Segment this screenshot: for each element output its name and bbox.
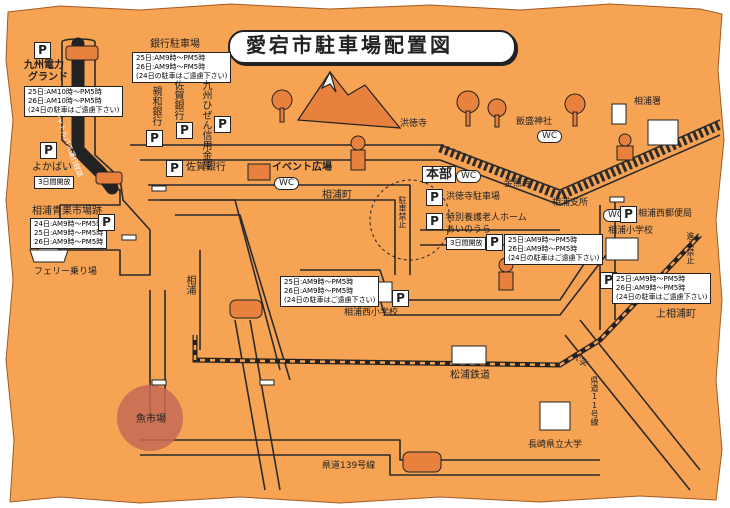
aiura-seika-hours: 24日:AM9時～PM5時 25日:AM9時～PM5時 26日:AM9時～PM5… bbox=[30, 218, 108, 249]
aiura-branch-label: 相浦支所 bbox=[552, 198, 589, 208]
parking-icon: P bbox=[620, 206, 637, 223]
nagasaki-univ-label: 長崎県立大学 bbox=[528, 440, 583, 450]
parking-icon: P bbox=[426, 189, 443, 206]
ginko-lot-label: 銀行駐車場 bbox=[150, 39, 200, 50]
kyushu-hizen-label: 九州ひぜん信用金庫 bbox=[200, 80, 211, 170]
parking-icon: P bbox=[176, 122, 193, 139]
hours-line: (24日の駐車はご遠慮下さい) bbox=[136, 72, 228, 80]
hours-line: (24日の駐車はご遠慮下さい) bbox=[284, 296, 376, 304]
map-title bbox=[228, 30, 516, 64]
aiura-town-label: 相浦町 bbox=[322, 190, 352, 201]
matsuura-railway-label: 松浦鉄道 bbox=[450, 370, 490, 381]
hours-line: 26日:AM9時～PM5時 bbox=[616, 284, 686, 292]
nursing-hours: 25日:AM9時～PM5時 26日:AM9時～PM5時 (24日の駐車はご遠慮下… bbox=[504, 234, 604, 265]
fish-market-circle bbox=[117, 385, 183, 451]
fish-market-label: 魚市場 bbox=[136, 414, 166, 425]
hours-line: 26日:AM10時～PM5時 bbox=[28, 97, 102, 105]
kotokuji-area-label: 洪徳寺 bbox=[400, 119, 428, 129]
hours-line: 25日:AM9時～PM5時 bbox=[136, 54, 206, 62]
hours-line: 26日:AM9時～PM5時 bbox=[136, 63, 206, 71]
aiura-nishi-elem-label: 相浦西小学校 bbox=[344, 308, 399, 318]
event-plaza-label: イベント広場 bbox=[272, 162, 332, 173]
aiura-elem-label: 相浦小学校 bbox=[608, 226, 654, 236]
kotokuji-lot-label: 洪徳寺駐車場 bbox=[446, 192, 501, 202]
tree-icon bbox=[271, 89, 586, 128]
saga-bank-label: 佐賀銀行 bbox=[186, 162, 226, 173]
kendo139-label: 県道139号線 bbox=[322, 461, 376, 471]
hours-line: 24日:AM9時～PM5時 bbox=[34, 220, 104, 228]
yokabai-note: 3日間開放 bbox=[34, 176, 75, 189]
map-title-text: 愛宕市駐車場配置図 bbox=[246, 33, 453, 57]
hours-line: 25日:AM9時～PM5時 bbox=[284, 278, 354, 286]
kyushu-denryoku-label-1: 九州電力 bbox=[24, 60, 64, 71]
wc-icon: WC bbox=[274, 177, 300, 190]
nursing-home-note: 3日間開放 bbox=[446, 237, 487, 250]
hours-line: 26日:AM9時～PM5時 bbox=[284, 287, 354, 295]
parking-icon: P bbox=[34, 42, 51, 59]
shinwa-bank-label: 親和銀行 bbox=[150, 86, 161, 126]
hours-line: 26日:AM9時～PM5時 bbox=[34, 238, 104, 246]
nursing-home-label-1: 特別養護老人ホーム bbox=[446, 213, 527, 223]
hours-line: 25日:AM9時～PM5時 bbox=[616, 275, 686, 283]
hours-line: 25日:AM10時～PM5時 bbox=[28, 88, 102, 96]
parking-icon: P bbox=[486, 234, 503, 251]
kami-aiura-label: 上相浦町 bbox=[656, 309, 696, 320]
hours-line: 25日:AM9時～PM5時 bbox=[508, 236, 578, 244]
aiura-elem-hours: 25日:AM9時～PM5時 26日:AM9時～PM5時 (24日の駐車はご遠慮下… bbox=[612, 273, 712, 304]
no-parking-label: 駐車禁止 bbox=[398, 196, 407, 228]
parking-icon: P bbox=[166, 160, 183, 177]
iimori-shrine-label: 飯盛神社 bbox=[516, 117, 553, 127]
shinnyu-kinshi-label: 進入禁止 bbox=[686, 232, 695, 264]
nursing-home-label-2: あいのうら bbox=[446, 225, 492, 235]
hours-line: 26日:AM9時～PM5時 bbox=[508, 245, 578, 253]
aiura-left-label: 相浦 bbox=[184, 275, 195, 295]
hours-line: 25日:AM9時～PM5時 bbox=[34, 229, 104, 237]
parking-icon: P bbox=[214, 116, 231, 133]
parking-icon: P bbox=[146, 130, 163, 147]
parking-icon: P bbox=[426, 213, 443, 230]
parking-icon: P bbox=[392, 290, 409, 307]
wc-icon: WC bbox=[537, 130, 563, 143]
hatched-road bbox=[438, 120, 722, 201]
saga-bank-top-label: 佐賀銀行 bbox=[172, 80, 183, 120]
car-icon bbox=[229, 299, 442, 473]
ginko-lot-hours: 25日:AM9時～PM5時 26日:AM9時～PM5時 (24日の駐車はご遠慮下… bbox=[132, 52, 232, 83]
aiura-nishi-elem-hours: 25日:AM9時～PM5時 26日:AM9時～PM5時 (24日の駐車はご遠慮下… bbox=[280, 276, 380, 307]
hours-line: (24日の駐車はご遠慮下さい) bbox=[616, 293, 708, 301]
parking-icon: P bbox=[98, 214, 115, 231]
kyushu-denryoku-hours: 25日:AM10時～PM5時 26日:AM10時～PM5時 (24日の駐車はご遠… bbox=[24, 86, 124, 117]
mountain-icon bbox=[296, 70, 402, 129]
bus-icon bbox=[65, 45, 123, 185]
honbu-label: 本部 bbox=[422, 166, 457, 183]
event-plaza-marker bbox=[247, 163, 271, 181]
wc-icon: WC bbox=[456, 170, 482, 183]
hours-line: (24日の駐車はご遠慮下さい) bbox=[28, 106, 120, 114]
ferry-label: フェリー乗り場 bbox=[34, 267, 98, 277]
kinshoji-label: 金照寺 bbox=[504, 179, 532, 189]
parking-icon: P bbox=[40, 142, 57, 159]
kyushu-denryoku-label-2: グランド bbox=[28, 72, 68, 83]
hours-line: (24日の駐車はご遠慮下さい) bbox=[508, 254, 600, 262]
kendo11-label: 県道11号線 bbox=[590, 376, 599, 426]
yokabai-label: よかばい bbox=[32, 162, 72, 173]
aiura-seika-label: 相浦青果市場跡 bbox=[32, 206, 102, 217]
aiura-post-label: 相浦西郵便局 bbox=[638, 209, 693, 219]
aiura-police-label: 相浦署 bbox=[634, 97, 662, 107]
